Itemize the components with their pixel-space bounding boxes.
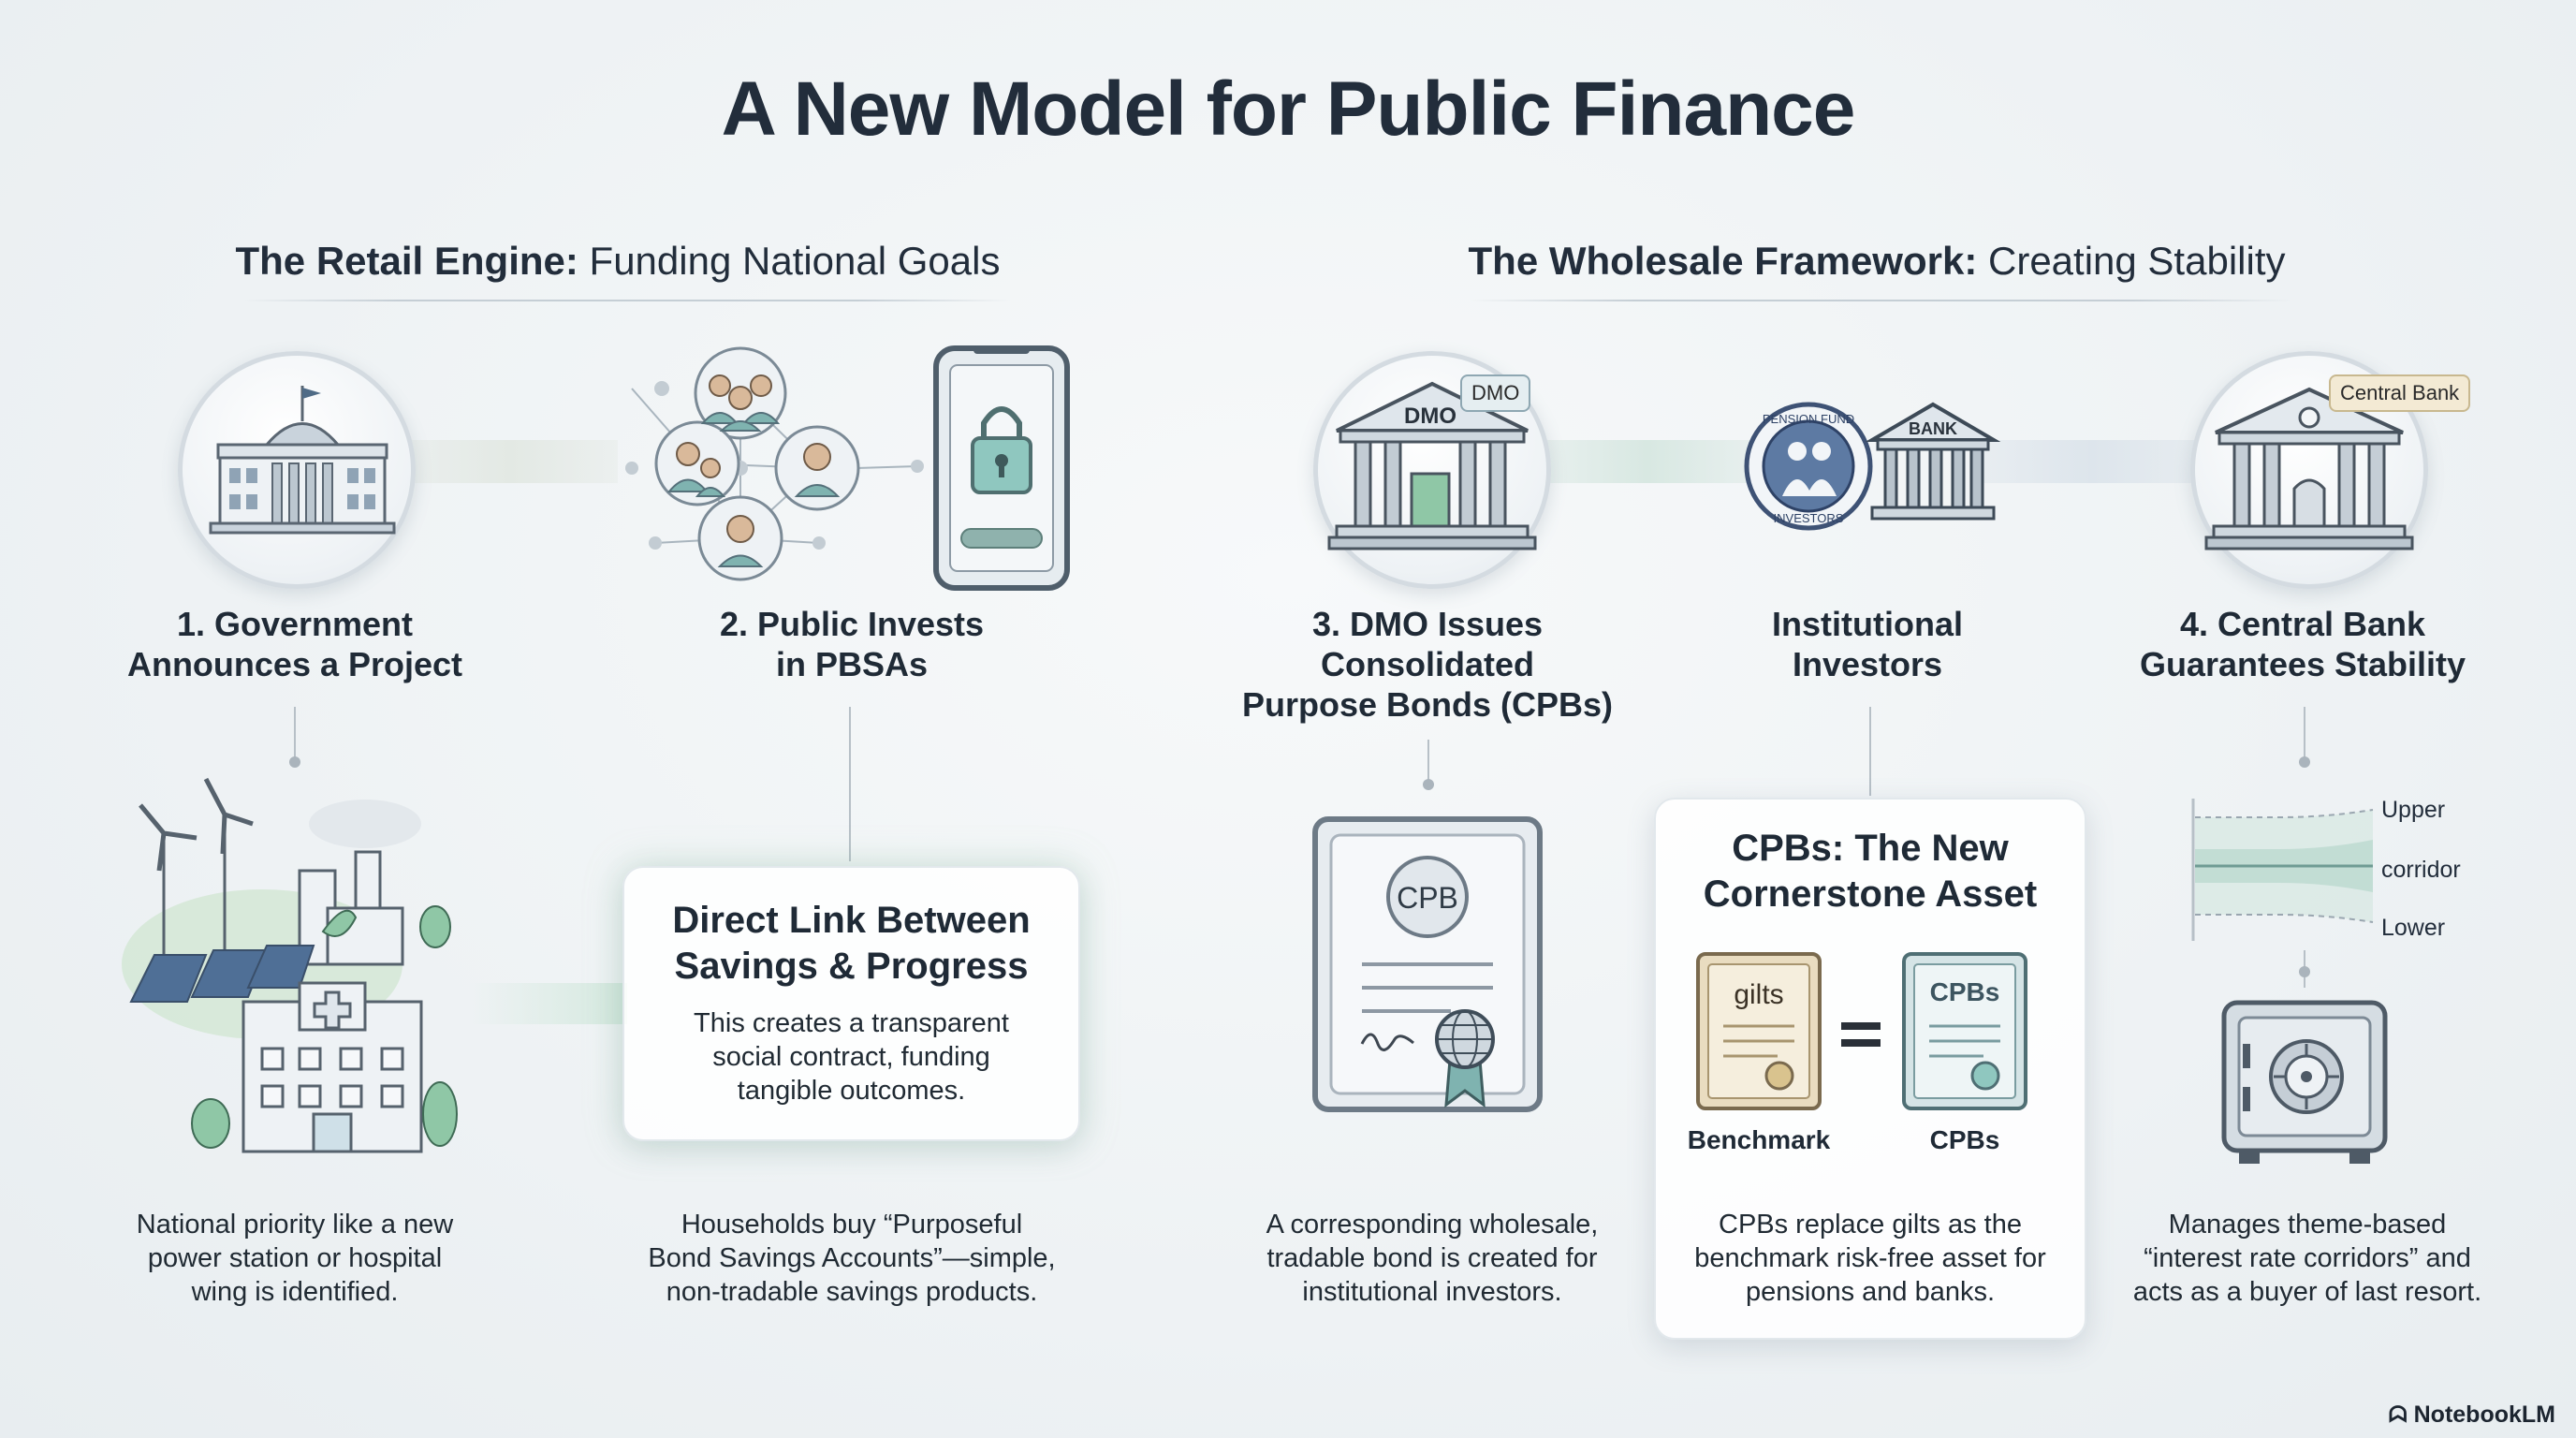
central-bank-tag: Central Bank <box>2329 374 2471 412</box>
step-4-desc-line-1: Manages theme-based <box>2168 1210 2447 1240</box>
cornerstone-title-line-2: Cornerstone Asset <box>1703 873 2038 915</box>
cornerstone-title-line-1: CPBs: The New <box>1732 828 2009 869</box>
step-3-description: A corresponding wholesale, tradable bond… <box>1217 1208 1647 1309</box>
direct-link-card: Direct Link Between Savings & Progress T… <box>622 866 1080 1141</box>
step-1-title-line-1: 1. Government <box>176 605 414 643</box>
section-underline-wholesale <box>1470 300 2293 301</box>
step-3-title-line-1: 3. DMO Issues <box>1311 605 1544 643</box>
step-3-desc-line-1: A corresponding wholesale, <box>1266 1210 1599 1240</box>
central-bank-building-icon <box>2204 387 2414 550</box>
step-4-title: 4. Central Bank Guarantees Stability <box>2097 604 2509 684</box>
step-2-desc-line-3: non-tradable savings products. <box>666 1277 1038 1307</box>
connector-line-step-2 <box>849 707 851 861</box>
connector-dot-step-1 <box>289 756 300 768</box>
cornerstone-body-line-1: CPBs replace gilts as the <box>1719 1210 2022 1240</box>
step-4-desc-line-3: acts as a buyer of last resort. <box>2132 1277 2482 1307</box>
cpb-seal-label: CPB <box>1397 881 1458 915</box>
direct-link-body-line-3: tangible outcomes. <box>737 1076 966 1106</box>
cornerstone-asset-card: CPBs: The New Cornerstone Asset gilts CP… <box>1654 798 2086 1340</box>
connector-line-step-4 <box>2304 707 2305 758</box>
corridor-upper-label: Upper <box>2381 797 2446 823</box>
notebooklm-brand: ᗣ NotebookLM <box>2389 1401 2555 1429</box>
section-heading-wholesale-rest: Creating Stability <box>1988 239 2286 283</box>
step-3-title: 3. DMO Issues Consolidated Purpose Bonds… <box>1236 604 1619 725</box>
connector-dot-step-4 <box>2299 756 2310 768</box>
cpbs-document-label: CPBs <box>1930 977 2000 1006</box>
gilts-document-label: gilts <box>1734 979 1783 1010</box>
public-investors-network-icon <box>625 345 1070 591</box>
dmo-tag: DMO <box>1460 374 1531 412</box>
step-1-title-line-2: Announces a Project <box>126 645 463 683</box>
section-heading-retail: The Retail Engine: Funding National Goal… <box>234 239 1002 284</box>
direct-link-title-line-2: Savings & Progress <box>674 946 1029 987</box>
institutional-title-line-2: Investors <box>1792 645 1943 683</box>
central-bank-circle <box>2190 351 2428 589</box>
connector-dot-safe <box>2299 966 2310 977</box>
step-4-title-line-2: Guarantees Stability <box>2139 645 2466 683</box>
connector-institutional-central-bank <box>1975 440 2209 483</box>
step-2-title: 2. Public Invests in PBSAs <box>655 604 1048 684</box>
cornerstone-body-line-2: benchmark risk-free asset for <box>1694 1243 2046 1273</box>
cornerstone-card-title: CPBs: The New Cornerstone Asset <box>1656 826 2085 917</box>
step-1-desc-line-3: wing is identified. <box>191 1277 399 1307</box>
step-3-title-line-2: Consolidated <box>1320 645 1534 683</box>
step-4-description: Manages theme-based “interest rate corri… <box>2097 1208 2518 1309</box>
cpbs-label: CPBs <box>1929 1125 2000 1154</box>
government-circle <box>178 351 416 589</box>
institutional-investors-title: Institutional Investors <box>1680 604 2055 684</box>
institutional-title-line-1: Institutional <box>1772 605 1963 643</box>
corridor-lower-label: Lower <box>2381 915 2446 941</box>
section-heading-retail-bold: The Retail Engine: <box>235 239 578 283</box>
pension-seal-bottom-label: INVESTORS <box>1774 511 1844 525</box>
cornerstone-body-line-3: pensions and banks. <box>1745 1277 1996 1307</box>
connector-line-step-1 <box>294 707 296 758</box>
section-heading-wholesale: The Wholesale Framework: Creating Stabil… <box>1442 239 2312 284</box>
connector-dmo-institutional <box>1535 440 1760 483</box>
section-heading-retail-rest: Funding National Goals <box>589 239 1001 283</box>
connector-line-institutional <box>1869 707 1871 796</box>
connector-project-to-card <box>468 983 627 1024</box>
step-2-title-line-2: in PBSAs <box>775 645 929 683</box>
page-title: A New Model for Public Finance <box>721 66 1856 152</box>
direct-link-body-line-2: social contract, funding <box>712 1042 990 1072</box>
step-4-desc-line-2: “interest rate corridors” and <box>2144 1243 2471 1273</box>
direct-link-card-title: Direct Link Between Savings & Progress <box>624 898 1078 990</box>
step-1-title: 1. Government Announces a Project <box>103 604 487 684</box>
notebooklm-logo-icon: ᗣ <box>2388 1402 2408 1428</box>
dmo-building-icon: DMO <box>1327 381 1537 550</box>
step-2-desc-line-2: Bond Savings Accounts”—simple, <box>648 1243 1056 1273</box>
cornerstone-card-body: CPBs replace gilts as the benchmark risk… <box>1656 1208 2085 1309</box>
step-1-description: National priority like a new power stati… <box>80 1208 510 1309</box>
direct-link-title-line-1: Direct Link Between <box>672 900 1031 941</box>
institutional-investors-icon: PENSION FUND INVESTORS BANK <box>1744 402 2001 531</box>
safe-vault-icon <box>2221 1000 2388 1164</box>
step-2-desc-line-1: Households buy “Purposeful <box>681 1210 1023 1240</box>
gilts-equals-cpbs-illustration: gilts CPBs <box>1696 952 2027 1110</box>
step-3-desc-line-3: institutional investors. <box>1302 1277 1562 1307</box>
step-2-title-line-1: 2. Public Invests <box>719 605 985 643</box>
notebooklm-brand-label: NotebookLM <box>2413 1401 2555 1428</box>
national-project-illustration <box>122 777 458 1153</box>
direct-link-card-body: This creates a transparent social contra… <box>624 1006 1078 1108</box>
step-4-title-line-1: 4. Central Bank <box>2179 605 2426 643</box>
bank-building-label: BANK <box>1909 419 1957 438</box>
step-3-title-line-3: Purpose Bonds (CPBs) <box>1241 685 1614 724</box>
interest-rate-corridor-chart <box>2191 799 2374 941</box>
step-2-description: Households buy “Purposeful Bond Savings … <box>618 1208 1086 1309</box>
connector-retail <box>402 440 618 483</box>
direct-link-body-line-1: This creates a transparent <box>694 1008 1009 1038</box>
step-1-desc-line-1: National priority like a new <box>136 1210 454 1240</box>
government-building-icon <box>209 386 396 535</box>
cpb-certificate-icon: CPB <box>1312 816 1543 1112</box>
benchmark-label: Benchmark <box>1687 1125 1831 1154</box>
pension-seal-top-label: PENSION FUND <box>1763 412 1854 426</box>
step-1-desc-line-2: power station or hospital <box>147 1243 443 1273</box>
section-heading-wholesale-bold: The Wholesale Framework: <box>1468 239 1978 283</box>
section-underline-retail <box>243 300 1011 301</box>
corridor-mid-label: corridor <box>2381 857 2461 883</box>
dmo-building-label: DMO <box>1404 404 1456 429</box>
connector-line-step-3 <box>1427 740 1429 786</box>
step-3-desc-line-2: tradable bond is created for <box>1266 1243 1598 1273</box>
connector-dot-step-3 <box>1423 779 1434 790</box>
